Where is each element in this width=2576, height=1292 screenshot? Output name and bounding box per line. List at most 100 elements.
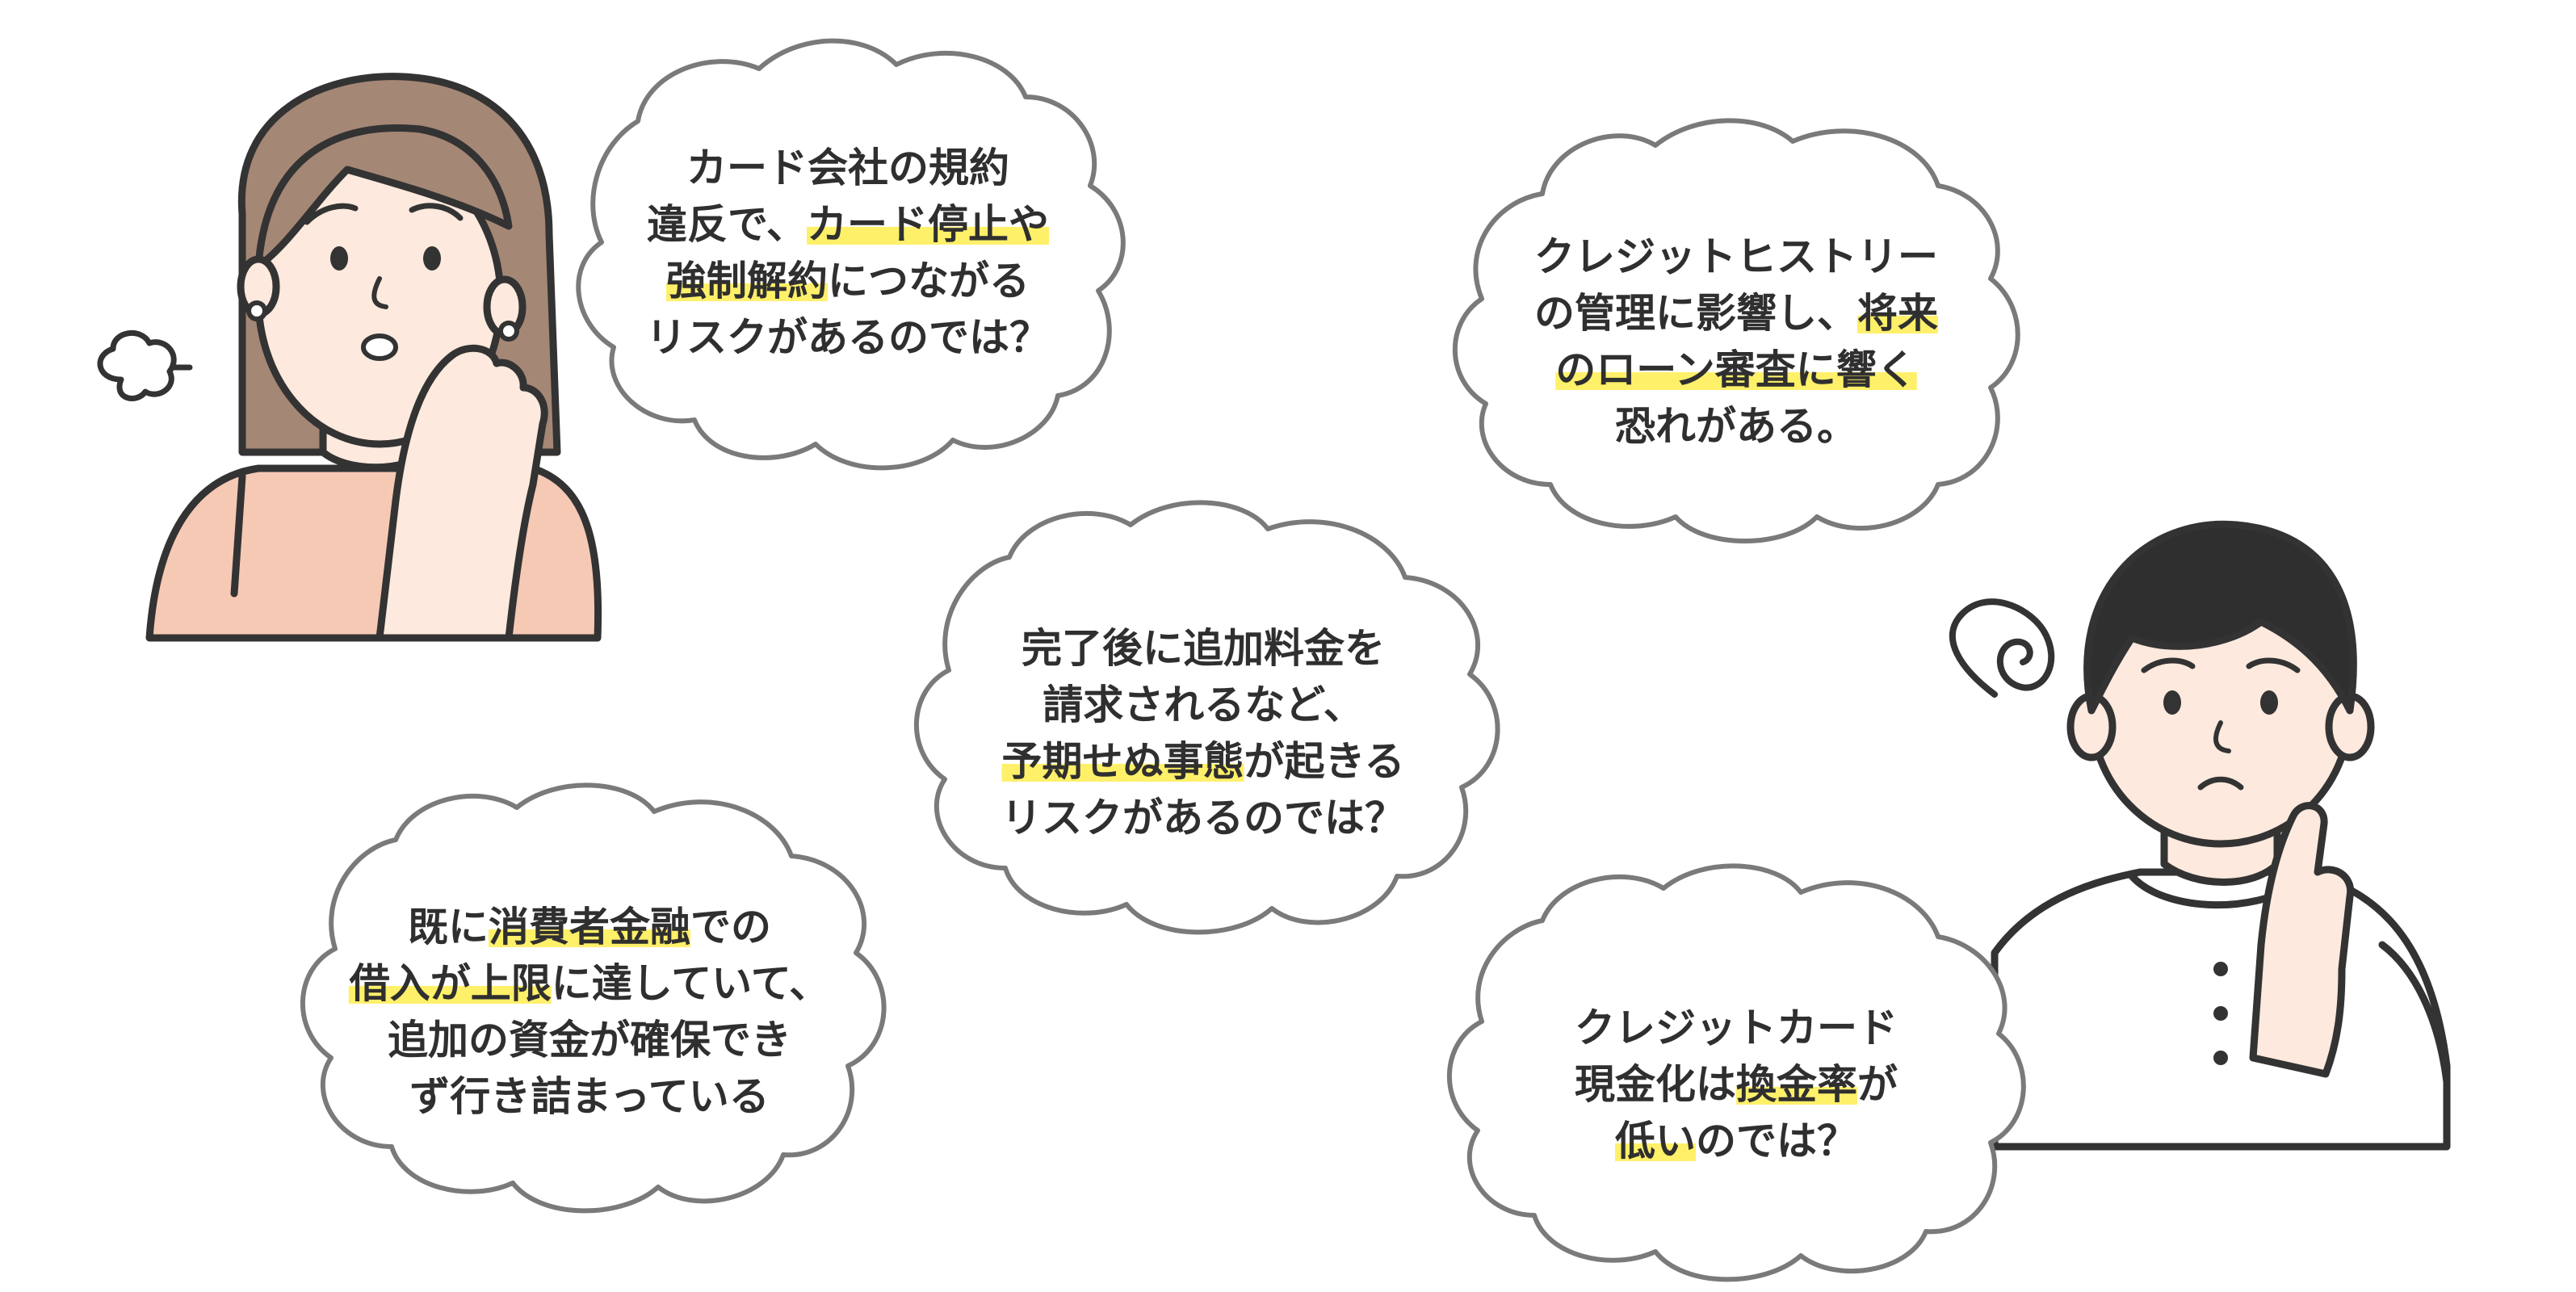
highlight-marker xyxy=(666,283,828,301)
text-segment: 完了後に追加料金を xyxy=(1022,625,1385,672)
woman-nose xyxy=(371,276,388,309)
highlight-marker xyxy=(1001,763,1244,782)
woman-bangs xyxy=(254,124,513,271)
highlight-marker xyxy=(1857,315,1938,333)
text-segment: 追加の資金が確保でき xyxy=(388,1017,791,1063)
bubble-line: カード会社の規約 xyxy=(686,145,1009,191)
highlighted-phrase: 借入が上限 xyxy=(349,960,552,1007)
woman-mouth xyxy=(361,333,398,361)
bubble-outline xyxy=(576,38,1126,471)
text-segment: クレジットヒストリー xyxy=(1534,233,1938,280)
man-hand xyxy=(2249,802,2355,1078)
bubble-text-line: 低いのでは？ xyxy=(1615,1118,1857,1164)
text-segment: カード会社の規約 xyxy=(686,145,1009,191)
highlighted-phrase: 将来 xyxy=(1857,290,1938,337)
bubble-line: 恐れがある。 xyxy=(1615,403,1857,450)
bubble-line: のローン審査に響く xyxy=(1555,346,1917,393)
bubble-outline xyxy=(300,782,887,1214)
woman-brow-left xyxy=(304,203,359,225)
bubble-line: 違反で、カード停止や xyxy=(647,201,1049,248)
man-brow-right xyxy=(2246,657,2301,673)
text-segment: リスクがあるのでは？ xyxy=(1001,795,1405,841)
bubble-text-line: 追加の資金が確保でき xyxy=(388,1017,791,1063)
bubble-text-line: 恐れがある。 xyxy=(1615,403,1857,450)
man-arm xyxy=(2378,941,2451,1086)
bubble-line: クレジットカード xyxy=(1575,1005,1898,1051)
bubble-text-line: クレジットカード xyxy=(1575,1005,1898,1051)
highlighted-phrase: 強制解約 xyxy=(666,258,828,304)
bubble-line: 強制解約につながる xyxy=(666,258,1030,304)
woman-brow-right xyxy=(409,203,464,221)
sigh-puff-icon xyxy=(97,329,193,401)
text-segment: が起きる xyxy=(1244,738,1405,785)
highlight-marker xyxy=(1615,1143,1696,1161)
bubble-outline xyxy=(1452,118,2020,543)
text-segment: 既に xyxy=(408,904,489,950)
bubble-text-line: カード会社の規約 xyxy=(686,145,1009,191)
bubble-text-line: 既に消費者金融での xyxy=(408,904,771,950)
bubble-text-line: クレジットヒストリー xyxy=(1534,233,1938,280)
man-button xyxy=(2213,1051,2228,1065)
bubble-line: の管理に影響し、将来 xyxy=(1534,290,1938,337)
text-segment: での xyxy=(690,904,771,950)
text-segment: 請求されるなど、 xyxy=(1043,682,1364,728)
bubble-line: 請求されるなど、 xyxy=(1043,682,1364,728)
bubble-text-line: リスクがあるのでは？ xyxy=(646,314,1050,361)
highlighted-phrase: のローン審査に響く xyxy=(1555,346,1917,393)
woman-eye-right xyxy=(423,246,441,271)
bubble-line: 低いのでは？ xyxy=(1615,1118,1857,1164)
man-eye-right xyxy=(2260,690,2278,715)
text-segment: リスクがあるのでは？ xyxy=(646,314,1050,361)
bubble-text-line: リスクがあるのでは？ xyxy=(1001,795,1405,841)
highlighted-phrase: カード停止や xyxy=(807,201,1049,248)
text-segment: 違反で、 xyxy=(647,201,807,248)
text-segment: の管理に影響し、 xyxy=(1534,290,1857,337)
highlighted-phrase: 予期せぬ事態 xyxy=(1002,738,1244,785)
bubble-line: クレジットヒストリー xyxy=(1534,233,1938,280)
man-nose xyxy=(2213,720,2231,753)
woman-hand xyxy=(375,344,548,642)
bubble-outline xyxy=(914,500,1500,935)
bubble-line: 予期せぬ事態が起きる xyxy=(1001,738,1405,785)
bubble-text-line: 強制解約につながる xyxy=(666,258,1030,304)
highlight-marker xyxy=(1736,1086,1857,1105)
highlight-marker xyxy=(807,226,1049,245)
highlight-marker xyxy=(1555,371,1917,390)
bubble-text-line: の管理に影響し、将来 xyxy=(1534,290,1938,337)
text-segment: 現金化は xyxy=(1575,1061,1736,1108)
highlighted-phrase: 低い xyxy=(1615,1118,1696,1164)
woman-strap-left xyxy=(230,472,246,598)
worried-woman-illustration xyxy=(97,73,602,642)
bubble-text-line: 完了後に追加料金を xyxy=(1022,625,1385,672)
man-mouth xyxy=(2197,776,2244,791)
bubble-line: リスクがあるのでは？ xyxy=(1001,795,1405,841)
man-button xyxy=(2213,962,2228,976)
text-segment: 恐れがある。 xyxy=(1615,403,1857,450)
text-segment: につながる xyxy=(828,258,1030,304)
bubble-outline xyxy=(1447,863,2026,1282)
bubble-text-line: ず行き詰まっている xyxy=(409,1073,770,1120)
bubble-line: 現金化は換金率が xyxy=(1575,1061,1898,1108)
bubble-text-line: 請求されるなど、 xyxy=(1043,682,1364,728)
text-segment: が xyxy=(1857,1061,1898,1108)
bubble-text-line: 違反で、カード停止や xyxy=(647,201,1049,248)
bubble-line: リスクがあるのでは？ xyxy=(646,314,1050,361)
man-hair xyxy=(2083,520,2357,715)
bubble-text-line: のローン審査に響く xyxy=(1555,346,1917,393)
bubble-line: 完了後に追加料金を xyxy=(1022,625,1385,672)
bubble-line: 借入が上限に達していて、 xyxy=(348,960,830,1007)
text-segment: ず行き詰まっている xyxy=(409,1073,770,1120)
man-button xyxy=(2213,1006,2228,1021)
woman-eye-left xyxy=(330,246,348,271)
man-eye-left xyxy=(2163,690,2181,715)
text-segment: クレジットカード xyxy=(1575,1005,1898,1051)
text-segment: に達していて、 xyxy=(552,960,830,1007)
text-segment: のでは？ xyxy=(1696,1118,1857,1164)
highlight-marker xyxy=(489,929,690,947)
worried-man-illustration xyxy=(1949,520,2451,1151)
woman-earring-left xyxy=(246,300,267,321)
